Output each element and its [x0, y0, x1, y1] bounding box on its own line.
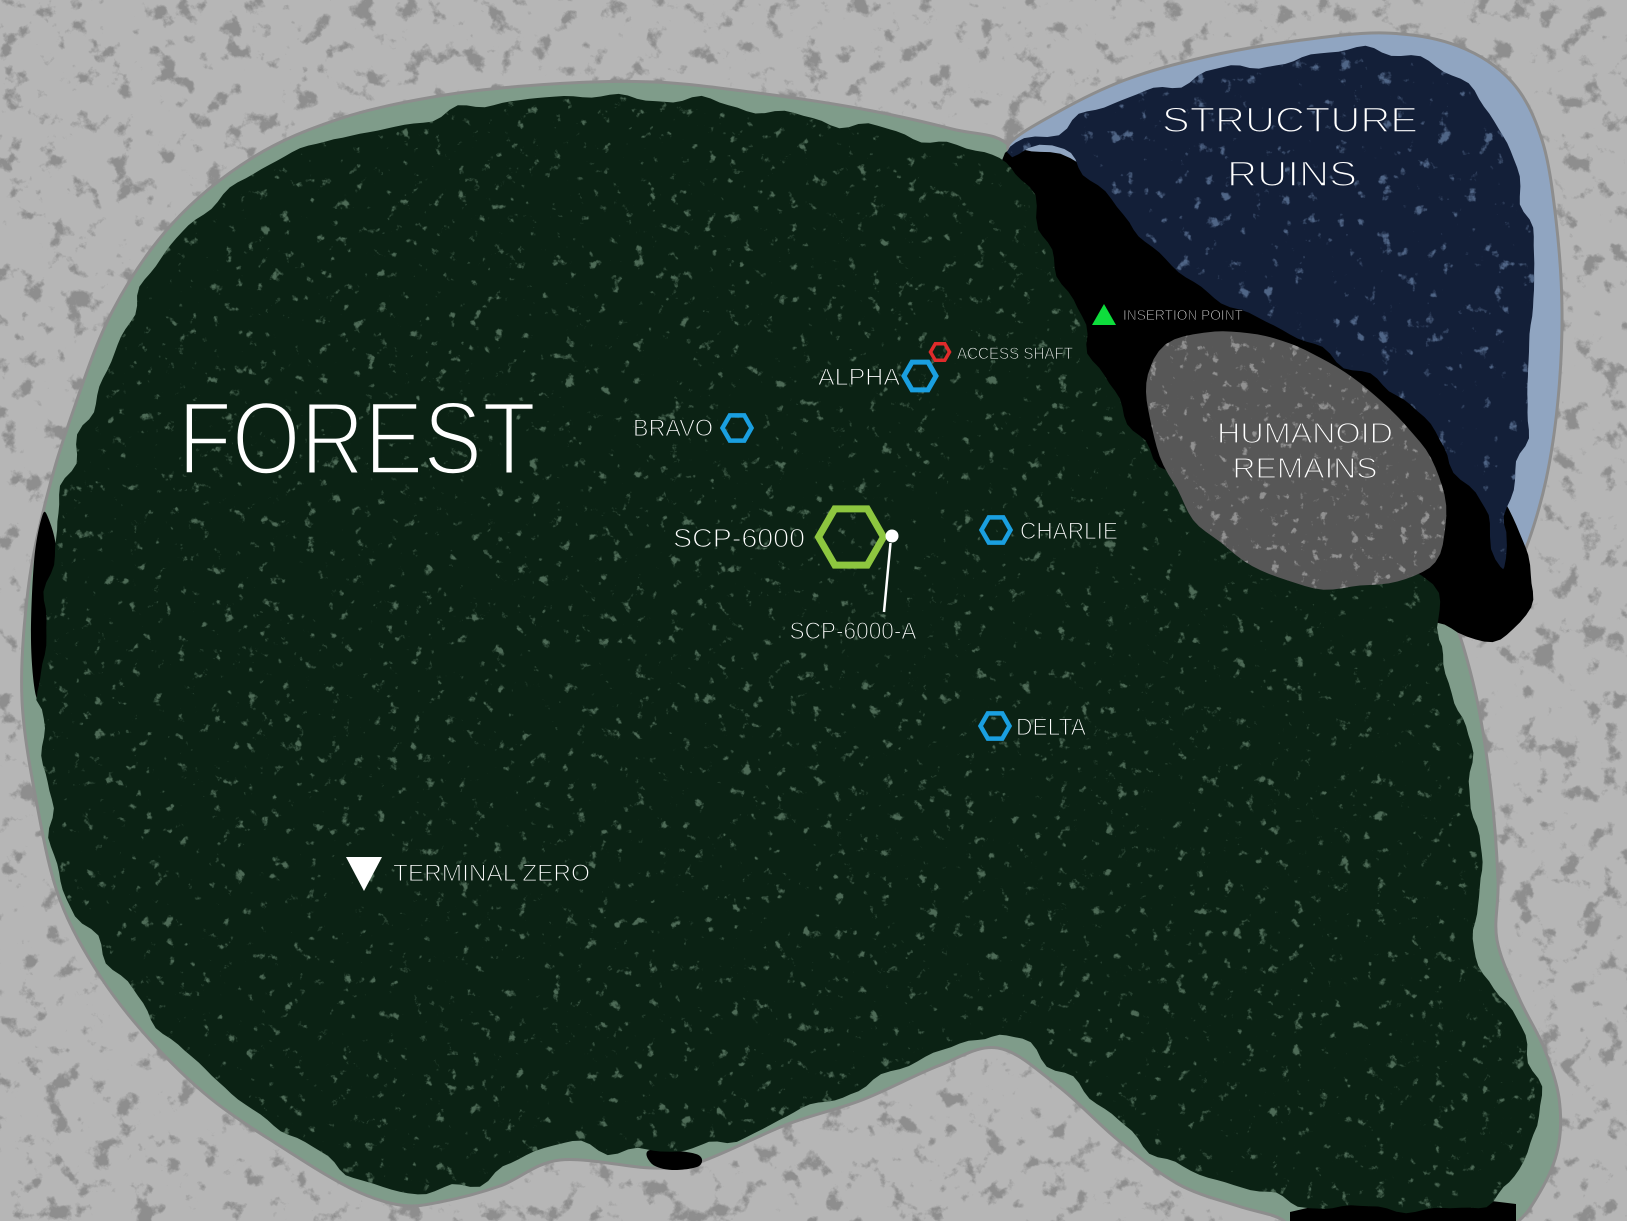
- marker-alpha-hexagon-icon[interactable]: [901, 359, 939, 393]
- marker-delta-hexagon-icon[interactable]: [977, 711, 1013, 741]
- humanoid-remains-label-line1: HUMANOID: [1217, 418, 1393, 450]
- insertion-point-triangle-up-icon[interactable]: [1092, 304, 1116, 325]
- scp-6000-a-leader-line: [882, 542, 892, 613]
- terminal-zero-label: TERMINAL ZERO: [393, 860, 590, 887]
- access-shaft-label: ACCESS SHAFT: [957, 344, 1073, 363]
- scp-6000-a-dot-icon[interactable]: [885, 529, 899, 543]
- marker-alpha-label: ALPHA: [818, 364, 900, 391]
- marker-bravo-label: BRAVO: [633, 415, 713, 442]
- scp-6000-a-label: SCP-6000-A: [790, 618, 917, 645]
- void-sliver-bottom: [646, 1149, 703, 1171]
- access-shaft-hexagon-icon[interactable]: [928, 342, 952, 362]
- void-sliver-left: [30, 511, 58, 706]
- humanoid-remains-label-line2: REMAINS: [1233, 453, 1378, 485]
- marker-charlie-label: CHARLIE: [1020, 518, 1118, 545]
- marker-charlie-hexagon-icon[interactable]: [978, 515, 1014, 545]
- marker-bravo-hexagon-icon[interactable]: [719, 413, 755, 443]
- marker-delta-label: DELTA: [1016, 714, 1086, 741]
- structure-ruins-label-line2: RUINS: [1227, 155, 1357, 194]
- terminal-zero-triangle-down-icon[interactable]: [346, 857, 382, 891]
- insertion-point-label: INSERTION POINT: [1123, 307, 1243, 324]
- marker-scp-6000-label: SCP-6000: [673, 523, 805, 553]
- structure-ruins-label-line1: STRUCTURE: [1162, 101, 1418, 140]
- forest-label: FOREST: [178, 381, 536, 497]
- marker-scp-6000-hexagon-icon[interactable]: [814, 505, 888, 569]
